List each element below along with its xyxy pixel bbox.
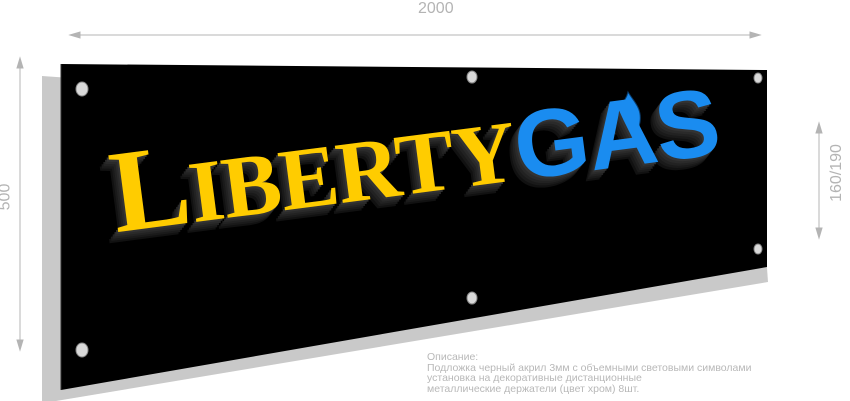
standoff-bottom-left <box>75 342 89 358</box>
description-line-3: металлические держатели (цвет хром) 8шт. <box>427 382 640 395</box>
description-block: Описание: Подложка черный акрил 3мм с об… <box>427 352 751 394</box>
standoff-bottom-center <box>466 291 478 305</box>
logo-liberty-initial: L <box>102 118 197 259</box>
logo-gas: GAS <box>507 68 725 201</box>
description-line-1: Подложка черный акрил 3мм с объемными св… <box>427 361 752 374</box>
height-dimension-label: 500 <box>0 183 14 211</box>
dimension-height <box>16 56 24 352</box>
width-dimension-label: 2000 <box>418 0 454 17</box>
sign-panel <box>61 64 767 390</box>
standoff-top-left <box>75 81 89 97</box>
standoff-top-right <box>753 72 763 84</box>
dimension-width <box>68 31 762 39</box>
description-heading: Описание: <box>427 351 479 363</box>
standoff-top-center <box>466 70 478 84</box>
flame-icon <box>610 90 641 137</box>
description-line-2: установка на декоративные дистанционные <box>427 372 642 385</box>
standoff-bottom-right <box>753 243 763 255</box>
standoff-holders <box>75 70 763 358</box>
letter-height-dimension-label: 160/190 <box>827 144 845 202</box>
dimension-letter-height <box>815 121 823 240</box>
